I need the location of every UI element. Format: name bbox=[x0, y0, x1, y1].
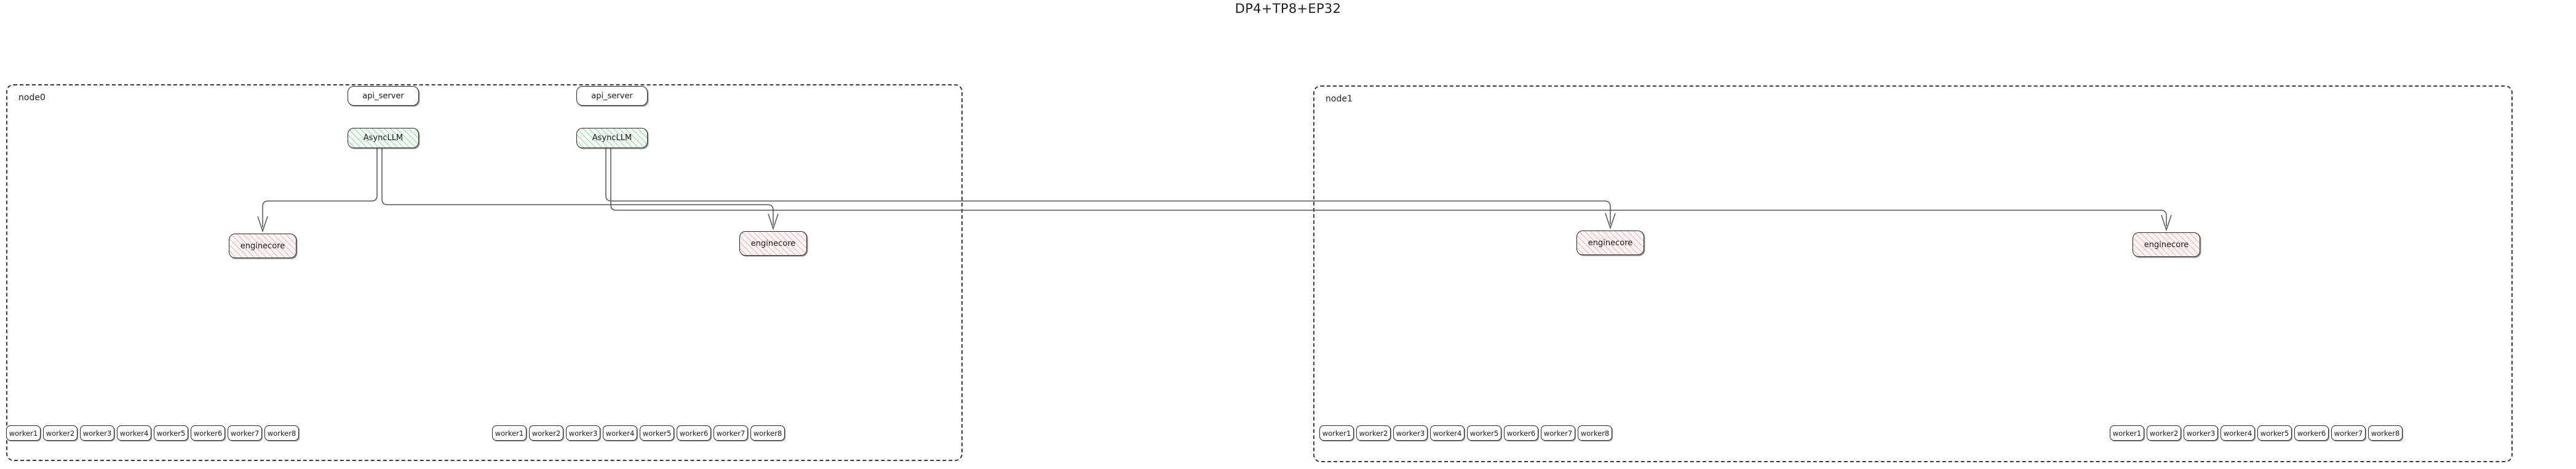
worker-node[interactable]: worker2 bbox=[2147, 425, 2181, 441]
worker-node[interactable]: worker8 bbox=[2368, 425, 2403, 441]
worker-node[interactable]: worker6 bbox=[2294, 425, 2329, 441]
worker-node[interactable]: worker3 bbox=[1393, 425, 1428, 441]
worker-node[interactable]: worker7 bbox=[228, 425, 262, 441]
worker-node[interactable]: worker5 bbox=[154, 425, 188, 441]
worker-node[interactable]: worker4 bbox=[2220, 425, 2255, 441]
worker-node[interactable]: worker2 bbox=[1356, 425, 1391, 441]
cluster-node1-label: node1 bbox=[1326, 94, 1353, 104]
worker-node[interactable]: worker6 bbox=[1504, 425, 1538, 441]
worker-node[interactable]: worker4 bbox=[117, 425, 151, 441]
worker-node[interactable]: worker1 bbox=[6, 425, 41, 441]
cluster-node0-label: node0 bbox=[18, 93, 46, 103]
worker-node[interactable]: worker8 bbox=[1578, 425, 1612, 441]
worker-node[interactable]: worker3 bbox=[566, 425, 600, 441]
worker-node[interactable]: worker6 bbox=[191, 425, 225, 441]
api-server-node[interactable]: api_server bbox=[576, 86, 648, 106]
worker-node[interactable]: worker3 bbox=[80, 425, 114, 441]
worker-node[interactable]: worker8 bbox=[750, 425, 785, 441]
worker-node[interactable]: worker4 bbox=[603, 425, 637, 441]
enginecore-node[interactable]: enginecore bbox=[1576, 231, 1644, 255]
enginecore-node[interactable]: enginecore bbox=[739, 231, 807, 256]
enginecore-node[interactable]: enginecore bbox=[229, 234, 296, 258]
worker-node[interactable]: worker3 bbox=[2184, 425, 2218, 441]
worker-node[interactable]: worker4 bbox=[1430, 425, 1465, 441]
asyncllm-node[interactable]: AsyncLLM bbox=[576, 128, 648, 148]
worker-node[interactable]: worker6 bbox=[677, 425, 711, 441]
cluster-node0: node0 bbox=[6, 84, 963, 461]
cluster-node1: node1 bbox=[1313, 85, 2513, 462]
worker-node[interactable]: worker5 bbox=[2257, 425, 2292, 441]
worker-node[interactable]: worker5 bbox=[640, 425, 674, 441]
worker-node[interactable]: worker7 bbox=[714, 425, 748, 441]
asyncllm-node[interactable]: AsyncLLM bbox=[348, 128, 419, 148]
worker-node[interactable]: worker2 bbox=[529, 425, 563, 441]
page-title: DP4+TP8+EP32 bbox=[1234, 1, 1342, 16]
worker-node[interactable]: worker7 bbox=[2331, 425, 2366, 441]
worker-node[interactable]: worker8 bbox=[264, 425, 299, 441]
worker-node[interactable]: worker1 bbox=[2110, 425, 2144, 441]
worker-node[interactable]: worker1 bbox=[1319, 425, 1354, 441]
enginecore-node[interactable]: enginecore bbox=[2133, 232, 2200, 257]
worker-node[interactable]: worker1 bbox=[492, 425, 527, 441]
worker-node[interactable]: worker5 bbox=[1467, 425, 1501, 441]
api-server-node[interactable]: api_server bbox=[348, 86, 419, 106]
worker-node[interactable]: worker7 bbox=[1541, 425, 1575, 441]
worker-node[interactable]: worker2 bbox=[43, 425, 78, 441]
